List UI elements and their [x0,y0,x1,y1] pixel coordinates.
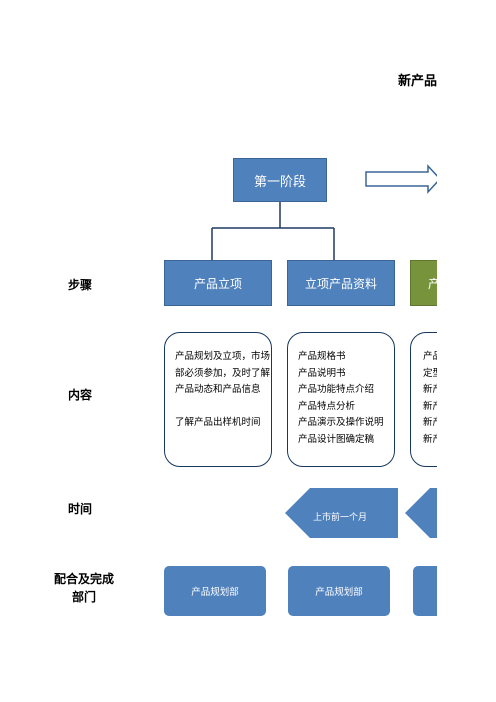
row-label-dept-line1: 配合及完成 [53,572,114,586]
content-line: 定型 [423,367,437,379]
content-line: 新产 [423,433,437,445]
row-label-steps: 步骤 [67,278,92,292]
content-line: 部必须参加，及时了解 [175,367,271,379]
row-label-dept: 配合及完成 部门 [44,570,124,606]
content-box-2: 产品规格书 产品说明书 产品功能特点介绍 产品特点分析 产品演示及操作说明 产品… [287,332,395,467]
content-line: 了解产品出样机时间 [175,417,261,428]
content-line [175,399,265,416]
content-line: 产品设计图确定稿 [298,433,375,445]
content-line: 产品功能特点介绍 [298,384,375,395]
dept-box-3 [413,566,437,616]
content-box-1: 产品规划及立项，市场 部必须参加，及时了解 产品动态和产品信息 了解产品出样机时… [164,332,272,467]
dept-box-2: 产品规划部 [288,566,390,616]
content-line: 产品特点分析 [298,400,356,412]
diagram-title: 新产品 [398,74,437,89]
step-box-2: 立项产品资料 [287,260,395,306]
right-arrow-icon [365,164,437,194]
content-line: 新产 [423,417,437,428]
time-label: 上市前一个月 [313,513,368,523]
stage-box: 第一阶段 [233,158,327,202]
content-line: 新产 [423,384,437,395]
content-line: 产品演示及操作说明 [298,417,384,428]
content-box-3: 产品 定型 新产 新产 新产 新产 [410,332,437,467]
content-line: 产品规格书 [298,351,346,362]
diagram-canvas: 新产品 第一阶段 步骤 内容 时间 配合及完成 部门 产品立项 立项产品资料 产… [44,74,437,616]
content-line: 新产 [423,400,437,412]
content-line: 产品动态和产品信息 [175,384,261,395]
row-label-content: 内容 [67,388,92,402]
content-line: 产品 [423,351,437,362]
content-line: 产品说明书 [298,367,346,379]
row-label-time: 时间 [67,502,92,516]
time-arrow-2 [405,488,437,538]
row-label-dept-line2: 部门 [71,590,96,604]
step-box-1: 产品立项 [164,260,272,306]
dept-box-1: 产品规划部 [164,566,266,616]
step-box-3: 产 [410,260,437,306]
time-arrow-1 [285,488,398,538]
content-line: 产品规划及立项，市场 [175,351,271,362]
connector-lines [211,164,437,538]
